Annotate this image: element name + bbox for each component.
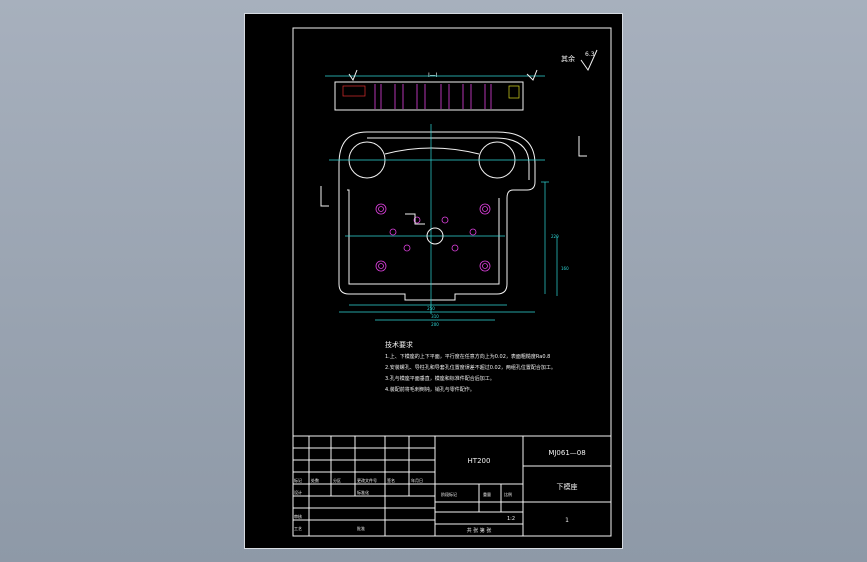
svg-text:2.安装螺孔、导柱孔和导套孔位置度误差不超过0.02，两组孔: 2.安装螺孔、导柱孔和导套孔位置度误差不超过0.02，两组孔位置配合加工。 bbox=[385, 364, 556, 371]
svg-text:4.装配前将毛刺倒钝，销孔与零件配作。: 4.装配前将毛刺倒钝，销孔与零件配作。 bbox=[385, 386, 475, 393]
svg-text:技术要求: 技术要求 bbox=[385, 340, 413, 349]
section-view: I—I bbox=[325, 69, 545, 111]
drawing-sheet: 其余 6.3 I—I bbox=[244, 13, 623, 549]
cad-drawing: 其余 6.3 I—I bbox=[292, 27, 612, 537]
svg-text:下模座: 下模座 bbox=[557, 482, 578, 491]
plan-view: 250 310 200 220 160 bbox=[320, 124, 587, 327]
svg-text:分区: 分区 bbox=[333, 477, 341, 483]
svg-text:160: 160 bbox=[561, 266, 569, 271]
svg-text:200: 200 bbox=[431, 322, 439, 327]
svg-text:审核: 审核 bbox=[294, 513, 302, 519]
svg-text:I—I: I—I bbox=[428, 72, 438, 79]
svg-text:其余: 其余 bbox=[561, 54, 575, 63]
svg-text:MJ061—08: MJ061—08 bbox=[548, 449, 585, 457]
technical-notes: 技术要求 1.上、下模座的上下平面，平行度在任意方向上为0.02，表面粗糙度Ra… bbox=[385, 340, 556, 393]
svg-text:签名: 签名 bbox=[387, 477, 395, 483]
svg-text:标记: 标记 bbox=[294, 477, 302, 483]
svg-text:共 张 第 张: 共 张 第 张 bbox=[467, 527, 492, 534]
svg-text:220: 220 bbox=[551, 234, 559, 239]
svg-text:重量: 重量 bbox=[483, 491, 491, 497]
svg-text:3.孔与模座平面垂直，模座和标准件配合后加工。: 3.孔与模座平面垂直，模座和标准件配合后加工。 bbox=[385, 375, 495, 382]
svg-text:310: 310 bbox=[431, 314, 439, 319]
svg-text:设计: 设计 bbox=[294, 489, 302, 495]
svg-text:比例: 比例 bbox=[504, 491, 512, 497]
svg-text:1: 1 bbox=[565, 517, 569, 524]
svg-text:1.上、下模座的上下平面，平行度在任意方向上为0.02，表面: 1.上、下模座的上下平面，平行度在任意方向上为0.02，表面粗糙度Ra0.8 bbox=[385, 353, 550, 360]
svg-text:标准化: 标准化 bbox=[357, 489, 369, 495]
svg-text:1:2: 1:2 bbox=[507, 516, 515, 522]
svg-text:阶段标记: 阶段标记 bbox=[441, 491, 457, 497]
svg-text:HT200: HT200 bbox=[468, 457, 491, 465]
svg-text:批准: 批准 bbox=[357, 525, 365, 531]
svg-text:工艺: 工艺 bbox=[294, 526, 302, 531]
roughness-symbol: 其余 6.3 bbox=[561, 49, 598, 72]
svg-text:更改文件号: 更改文件号 bbox=[357, 477, 377, 483]
svg-text:6.3: 6.3 bbox=[585, 51, 595, 58]
svg-text:250: 250 bbox=[427, 306, 435, 311]
title-block: HT200 MJ061—08 下模座 1 1:2 共 张 第 张 标记 处数 分… bbox=[292, 435, 612, 537]
svg-text:年月日: 年月日 bbox=[411, 477, 423, 483]
svg-text:处数: 处数 bbox=[311, 477, 319, 483]
